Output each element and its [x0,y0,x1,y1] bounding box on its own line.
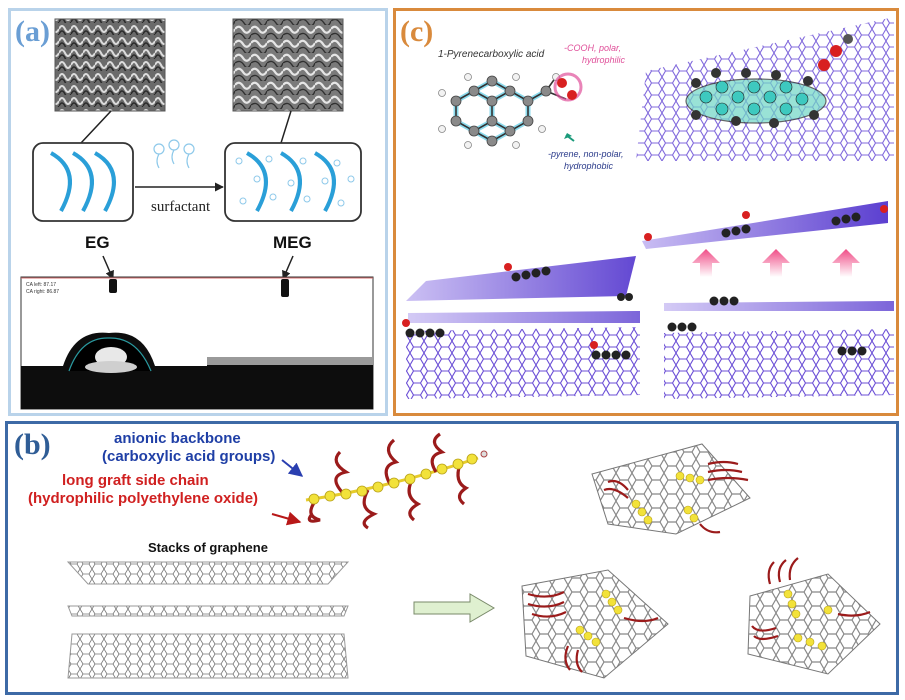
graphene-stack-left [406,256,640,399]
cooh-note-2: hydrophilic [582,55,626,65]
graphene-stack-right [642,201,894,399]
meg-label: MEG [273,233,312,252]
sidechain-label-line-1: long graft side chain [62,472,209,489]
panel-c: (c) [393,8,899,416]
panel-c-figure [402,17,894,399]
panel-a: (a) [8,8,388,416]
panel-a-label: (a) [15,15,50,48]
sem-image-meg [232,18,344,112]
process-arrow [413,593,495,623]
graphene-flake-1 [591,443,751,535]
comb-polymer [305,432,488,530]
cooh-note-1: -COOH, polar, [564,43,622,53]
sem-image-eg [54,18,166,112]
exfoliation-arrows [692,249,860,277]
eg-label: EG [85,233,110,252]
contact-angle-readout-2: CA right: 86.87 [26,289,60,295]
backbone-label-line-2: (carboxylic acid groups) [102,448,276,465]
backbone-label-line-1: anionic backbone [114,430,241,447]
panel-b-figure [66,432,881,679]
pyrene-note-1: -pyrene, non-polar, [548,149,624,159]
molecule-name: 1-Pyrenecarboxylic acid [438,49,545,60]
surfactant-label: surfactant [151,199,211,215]
graphene-stacks [66,561,350,679]
stacks-label: Stacks of graphene [148,540,268,555]
sidechain-label-line-2: (hydrophilic polyethylene oxide) [28,490,259,507]
panel-b-label: (b) [14,428,51,461]
panel-a-figure [20,18,374,410]
graphene-flake-3 [747,557,881,675]
panel-b: (b) [5,421,899,695]
panel-c-label: (c) [400,15,434,48]
contact-angle-readout-1: CA left: 87.17 [26,282,57,288]
graphene-flake-2 [521,569,669,679]
pyrene-note-2: hydrophobic [564,161,614,171]
